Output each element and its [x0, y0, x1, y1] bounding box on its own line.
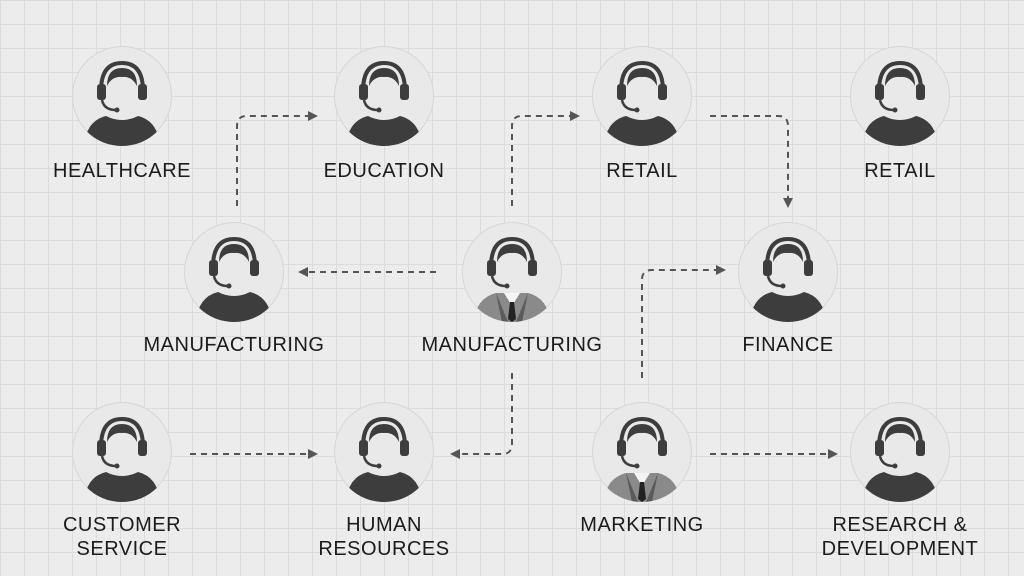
- arrow-retail-1-to-finance: [710, 115, 793, 208]
- avatar: [72, 46, 172, 146]
- node-label: HEALTHCARE: [53, 160, 191, 182]
- avatar: [850, 46, 950, 146]
- node-label: HUMAN RESOURCES: [318, 514, 450, 560]
- avatar: [334, 46, 434, 146]
- headset-person-icon: [604, 416, 680, 502]
- node-label: CUSTOMER SERVICE: [62, 514, 182, 560]
- headset-person-icon: [84, 416, 160, 502]
- arrow-manufacturing-1-to-education: [236, 111, 318, 206]
- node-label: RETAIL: [864, 160, 936, 182]
- headset-person-icon: [196, 236, 272, 322]
- node-label: RETAIL: [606, 160, 678, 182]
- avatar: [850, 402, 950, 502]
- node-label: MANUFACTURING: [143, 334, 325, 356]
- arrow-marketing-to-finance: [641, 265, 726, 378]
- avatar: [462, 222, 562, 322]
- avatar: [72, 402, 172, 502]
- avatar: [592, 46, 692, 146]
- arrow-manufacturing-2-to-retail-1: [511, 111, 580, 206]
- headset-person-icon: [862, 60, 938, 146]
- avatar: [592, 402, 692, 502]
- avatar: [334, 402, 434, 502]
- headset-person-icon: [862, 416, 938, 502]
- avatar: [738, 222, 838, 322]
- headset-person-icon: [474, 236, 550, 322]
- node-label: RESEARCH & DEVELOPMENT: [821, 514, 979, 560]
- headset-person-icon: [84, 60, 160, 146]
- headset-person-icon: [346, 60, 422, 146]
- headset-person-icon: [346, 416, 422, 502]
- node-label: MARKETING: [580, 514, 704, 536]
- headset-person-icon: [604, 60, 680, 146]
- node-label: MANUFACTURING: [421, 334, 603, 356]
- headset-person-icon: [750, 236, 826, 322]
- node-label: EDUCATION: [323, 160, 445, 182]
- node-label: FINANCE: [742, 334, 834, 356]
- avatar: [184, 222, 284, 322]
- arrow-human-resources-to-manufacturing-2: [450, 373, 513, 459]
